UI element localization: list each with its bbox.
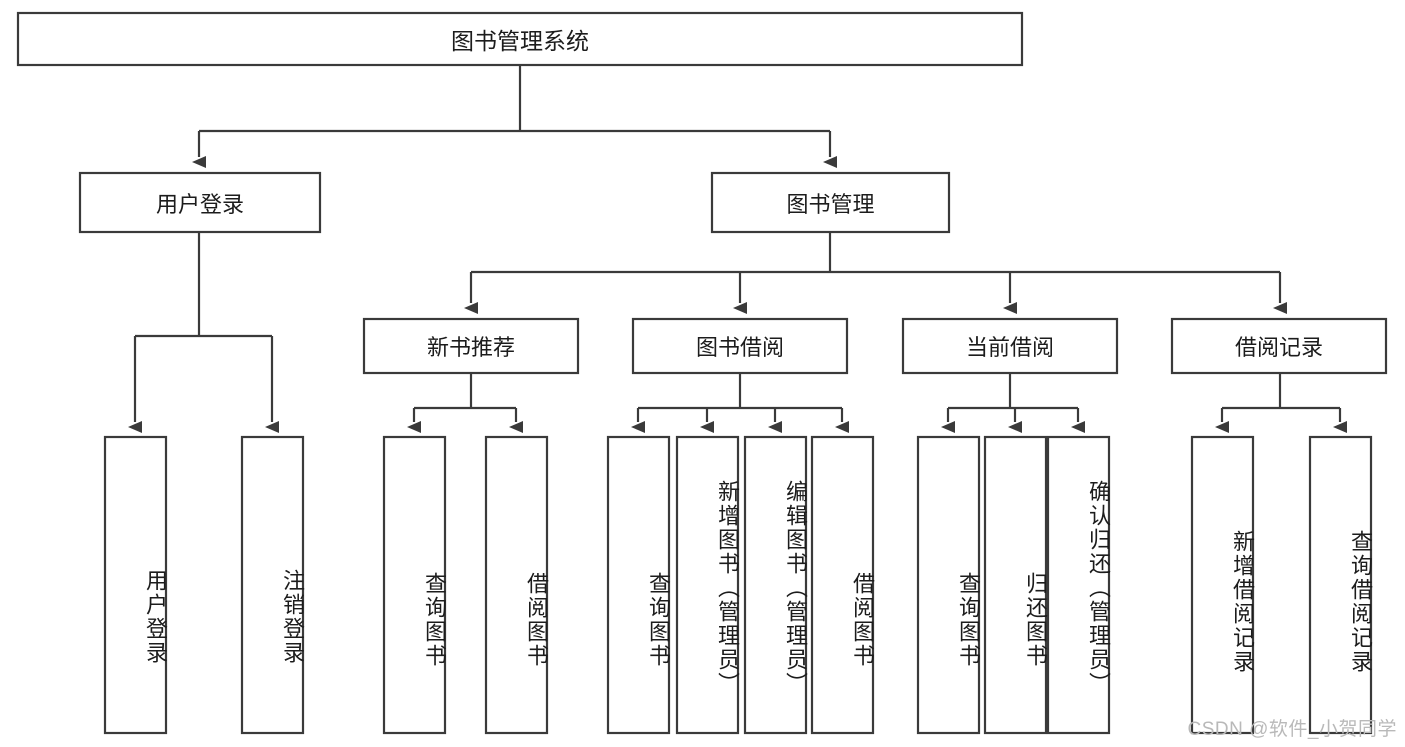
node-leaf-box-book-borrow-3[interactable] bbox=[743, 435, 808, 735]
node-leaf-box-new-book-1[interactable] bbox=[382, 435, 447, 735]
node-leaf-box-current-borrow-1[interactable] bbox=[916, 435, 981, 735]
node-leaf-box-book-borrow-2[interactable] bbox=[675, 435, 740, 735]
watermark-text: CSDN @软件_小贺同学 bbox=[1187, 719, 1397, 740]
node-leaf-box-current-borrow-2[interactable] bbox=[983, 435, 1048, 735]
node-leaf-box-current-borrow-3[interactable] bbox=[1046, 435, 1111, 735]
node-user-login-box[interactable] bbox=[78, 171, 322, 234]
node-book-borrow-box[interactable] bbox=[631, 317, 849, 375]
node-leaf-box-user-login-2[interactable] bbox=[240, 435, 305, 735]
node-leaf-box-user-login-1[interactable] bbox=[103, 435, 168, 735]
node-borrow-record-box[interactable] bbox=[1170, 317, 1388, 375]
node-new-book-box[interactable] bbox=[362, 317, 580, 375]
node-leaf-box-borrow-record-2[interactable] bbox=[1308, 435, 1373, 735]
node-leaf-box-book-borrow-4[interactable] bbox=[810, 435, 875, 735]
node-leaf-box-borrow-record-1[interactable] bbox=[1190, 435, 1255, 735]
node-root-box[interactable] bbox=[16, 11, 1024, 67]
node-book-manage-box[interactable] bbox=[710, 171, 951, 234]
node-leaf-box-new-book-2[interactable] bbox=[484, 435, 549, 735]
node-current-borrow-box[interactable] bbox=[901, 317, 1119, 375]
node-leaf-box-book-borrow-1[interactable] bbox=[606, 435, 671, 735]
